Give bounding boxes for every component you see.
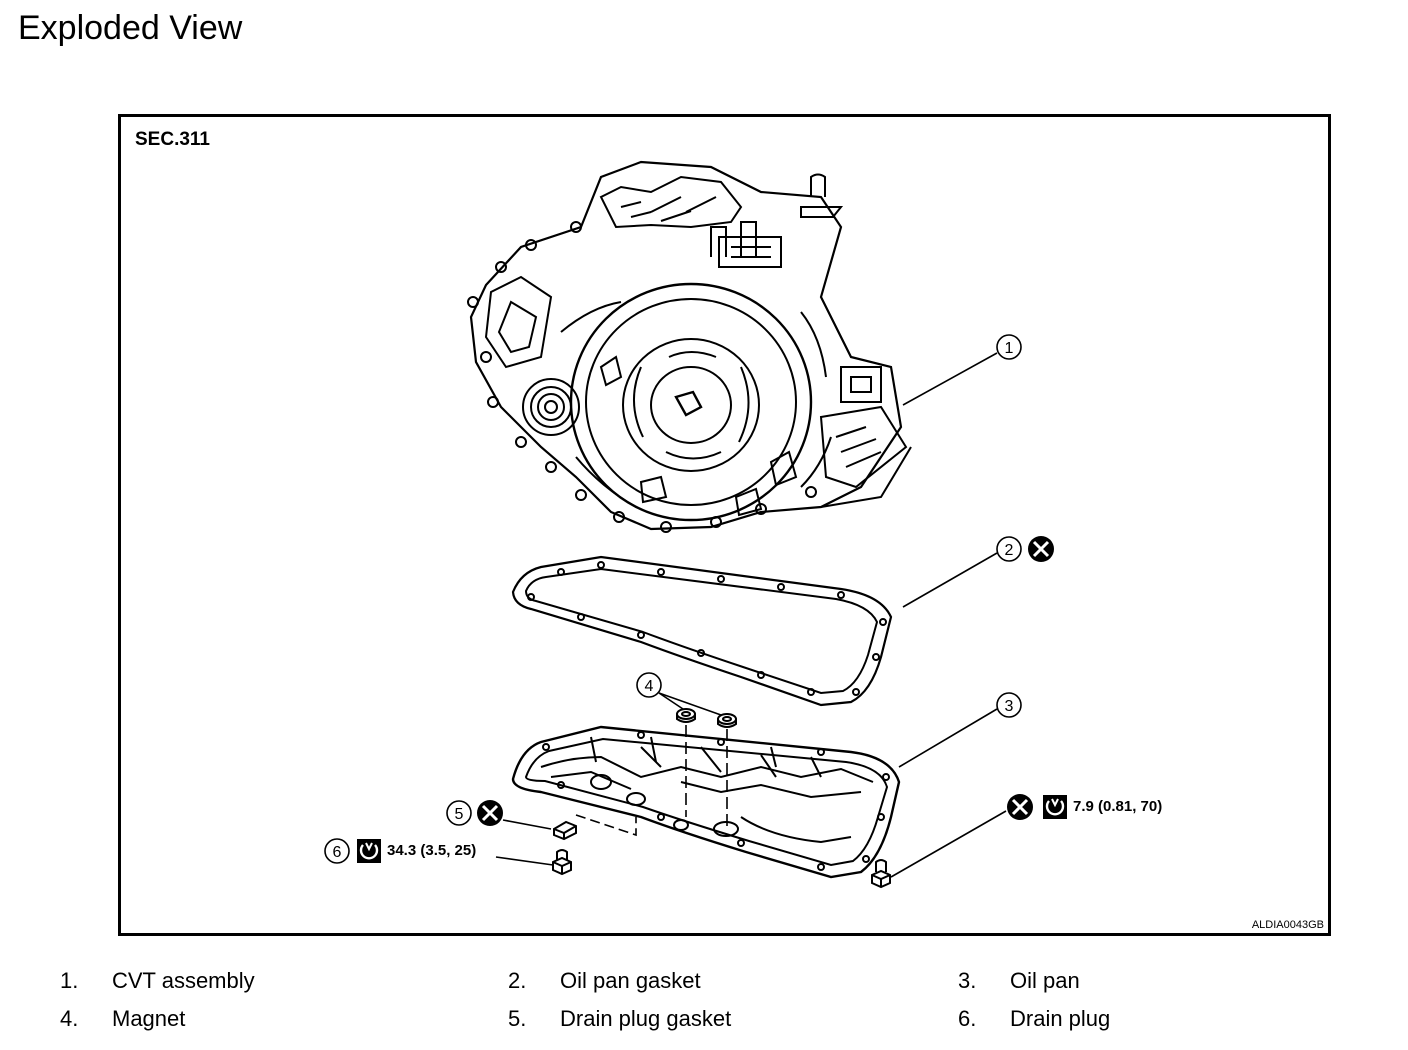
legend-number: 6. [958, 1006, 977, 1031]
drain-dashed-guide [575, 814, 637, 837]
callout-3: 3 [1005, 698, 1014, 715]
section-label: SEC.311 [135, 129, 210, 150]
oil-pan-drawing [511, 725, 901, 879]
legend-number: 1. [60, 968, 79, 993]
oil-pan-gasket-drawing [511, 555, 893, 707]
callout-circles [324, 334, 1022, 864]
leader-lines [495, 352, 1007, 878]
legend-name: Oil pan [1010, 968, 1080, 993]
drain-plug-gasket-drawing [553, 820, 577, 841]
drain-plug-drawing [552, 849, 572, 876]
parts-legend: 1. CVT assembly 2. Oil pan gasket 3. Oil… [0, 960, 1408, 1040]
do-not-reuse-icon [1007, 794, 1033, 820]
legend-name: Oil pan gasket [560, 968, 701, 993]
torque-drain-plug: 34.3 (3.5, 25) [387, 842, 477, 859]
callout-2: 2 [1005, 542, 1014, 559]
magnet-drawing [676, 708, 737, 829]
legend-number: 2. [508, 968, 527, 993]
diagram-frame: SEC.311 [118, 114, 1331, 936]
legend-number: 4. [60, 1006, 79, 1031]
torque-wrench-icon [1043, 795, 1067, 819]
legend-number: 5. [508, 1006, 527, 1031]
callout-4: 4 [645, 678, 654, 695]
torque-wrench-icon [357, 839, 381, 863]
legend-name: Magnet [112, 1006, 186, 1031]
legend-name: Drain plug [1010, 1006, 1111, 1031]
legend-name: Drain plug gasket [560, 1006, 732, 1031]
figure-code: ALDIA0043GB [1251, 919, 1324, 931]
callout-1: 1 [1005, 340, 1014, 357]
legend-number: 3. [958, 968, 977, 993]
legend-name: CVT assembly [112, 968, 255, 993]
exploded-diagram: 1 2 3 4 5 6 [324, 160, 1067, 889]
callout-5: 5 [455, 806, 464, 823]
do-not-reuse-icon [1028, 536, 1054, 562]
torque-pan-bolt: 7.9 (0.81, 70) [1073, 798, 1163, 815]
cvt-assembly-drawing [467, 160, 912, 533]
do-not-reuse-icon [477, 800, 503, 826]
oil-pan-bolt-drawing [871, 859, 891, 889]
page-title: Exploded View [18, 9, 243, 47]
callout-6: 6 [333, 844, 342, 861]
